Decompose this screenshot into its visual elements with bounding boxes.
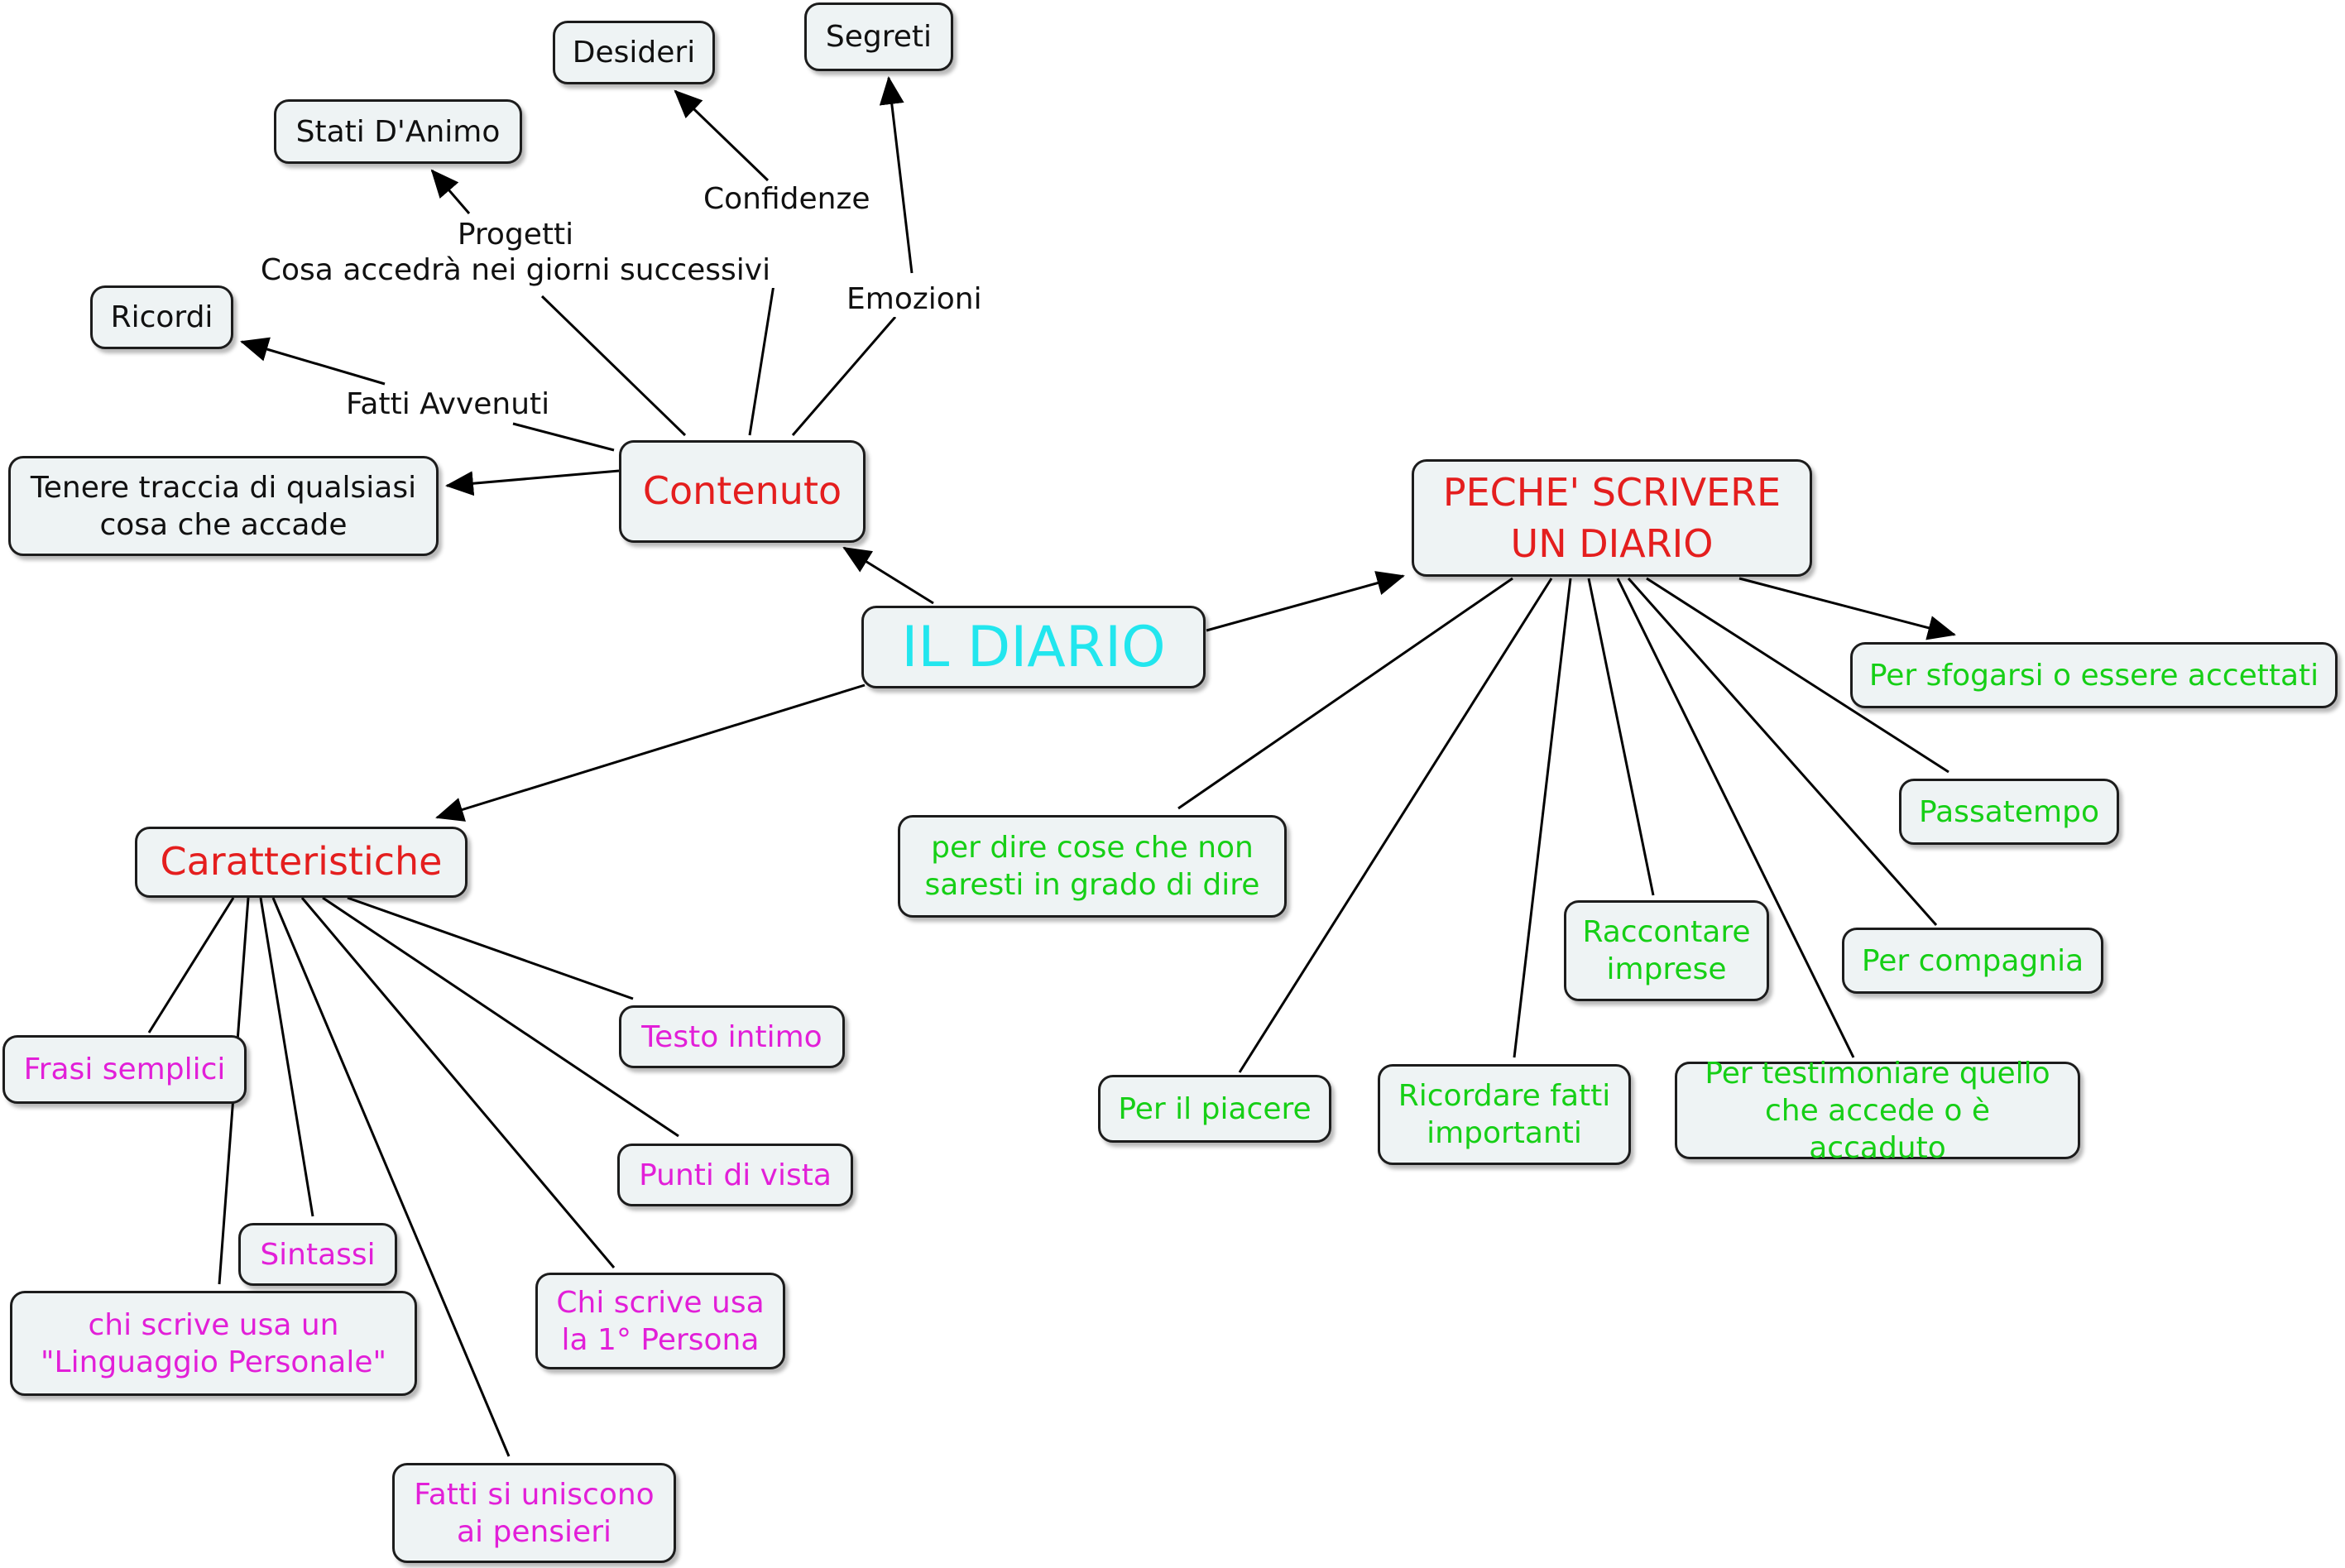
link-emozioni-segreti xyxy=(879,76,914,274)
linguaggio-personale-node[interactable]: chi scrive usa un "Linguaggio Personale" xyxy=(10,1291,417,1396)
link-car-sintassi xyxy=(259,897,314,1217)
frasi-semplici-node[interactable]: Frasi semplici xyxy=(2,1035,247,1104)
link-contenuto-fatti xyxy=(512,422,615,452)
label-fatti-avvenuti: Fatti Avvenuti xyxy=(343,386,554,423)
fatti-pensieri-node[interactable]: Fatti si uniscono ai pensieri xyxy=(392,1463,676,1563)
link-center-perche xyxy=(1206,571,1405,632)
center-node[interactable]: IL DIARIO xyxy=(861,606,1206,688)
link-center-caratteristiche xyxy=(435,683,866,822)
ricordare-node[interactable]: Ricordare fatti importanti xyxy=(1378,1064,1631,1165)
link-perche-sfogarsi xyxy=(1738,577,1956,640)
testo-intimo-node[interactable]: Testo intimo xyxy=(619,1005,845,1068)
link-car-testo xyxy=(347,896,634,1000)
link-car-punti xyxy=(322,896,679,1138)
link-perche-ricordare xyxy=(1513,578,1572,1058)
ricordi-node[interactable]: Ricordi xyxy=(90,285,233,349)
label-confidenze: Confidenze xyxy=(700,181,874,218)
perche-node[interactable]: PECHE' SCRIVERE UN DIARIO xyxy=(1412,459,1812,577)
sfogarsi-node[interactable]: Per sfogarsi o essere accettati xyxy=(1850,642,2338,708)
label-progetti: Progetti Cosa accedrà nei giorni success… xyxy=(243,217,788,289)
link-car-frasi xyxy=(147,897,235,1033)
link-car-fatti xyxy=(271,897,511,1457)
link-car-chiscrive xyxy=(300,897,616,1268)
punti-vista-node[interactable]: Punti di vista xyxy=(617,1144,853,1206)
link-confidenze-desideri xyxy=(674,89,770,182)
label-emozioni: Emozioni xyxy=(843,281,985,318)
tenere-traccia-node[interactable]: Tenere traccia di qualsiasi cosa che acc… xyxy=(8,456,439,556)
link-perche-raccontare xyxy=(1587,578,1655,896)
stati-animo-node[interactable]: Stati D'Animo xyxy=(274,99,522,164)
prima-persona-node[interactable]: Chi scrive usa la 1° Persona xyxy=(535,1273,785,1369)
link-contenuto-emozioni xyxy=(791,316,897,436)
compagnia-node[interactable]: Per compagnia xyxy=(1842,928,2103,994)
contenuto-node[interactable]: Contenuto xyxy=(619,440,866,543)
link-progetti-stati xyxy=(430,169,471,214)
raccontare-node[interactable]: Raccontare imprese xyxy=(1564,900,1769,1001)
dire-cose-node[interactable]: per dire cose che non saresti in grado d… xyxy=(898,815,1287,918)
link-perche-testimoniare xyxy=(1616,578,1855,1058)
link-center-contenuto xyxy=(842,546,934,605)
link-perche-compagnia xyxy=(1627,578,1938,926)
desideri-node[interactable]: Desideri xyxy=(553,21,715,84)
piacere-node[interactable]: Per il piacere xyxy=(1098,1075,1331,1143)
link-perche-dire xyxy=(1177,577,1513,810)
caratteristiche-node[interactable]: Caratteristiche xyxy=(135,827,468,898)
link-fatti-ricordi xyxy=(240,337,386,386)
segreti-node[interactable]: Segreti xyxy=(804,2,953,71)
link-contenuto-progetti xyxy=(540,295,687,437)
link-perche-piacere xyxy=(1238,578,1553,1073)
passatempo-node[interactable]: Passatempo xyxy=(1899,779,2119,845)
sintassi-node[interactable]: Sintassi xyxy=(238,1223,397,1286)
link-perche-passatempo xyxy=(1646,577,1949,774)
link-contenuto-tenere xyxy=(445,469,620,496)
testimoniare-node[interactable]: Per testimoniare quello che accede o è a… xyxy=(1675,1057,2080,1165)
